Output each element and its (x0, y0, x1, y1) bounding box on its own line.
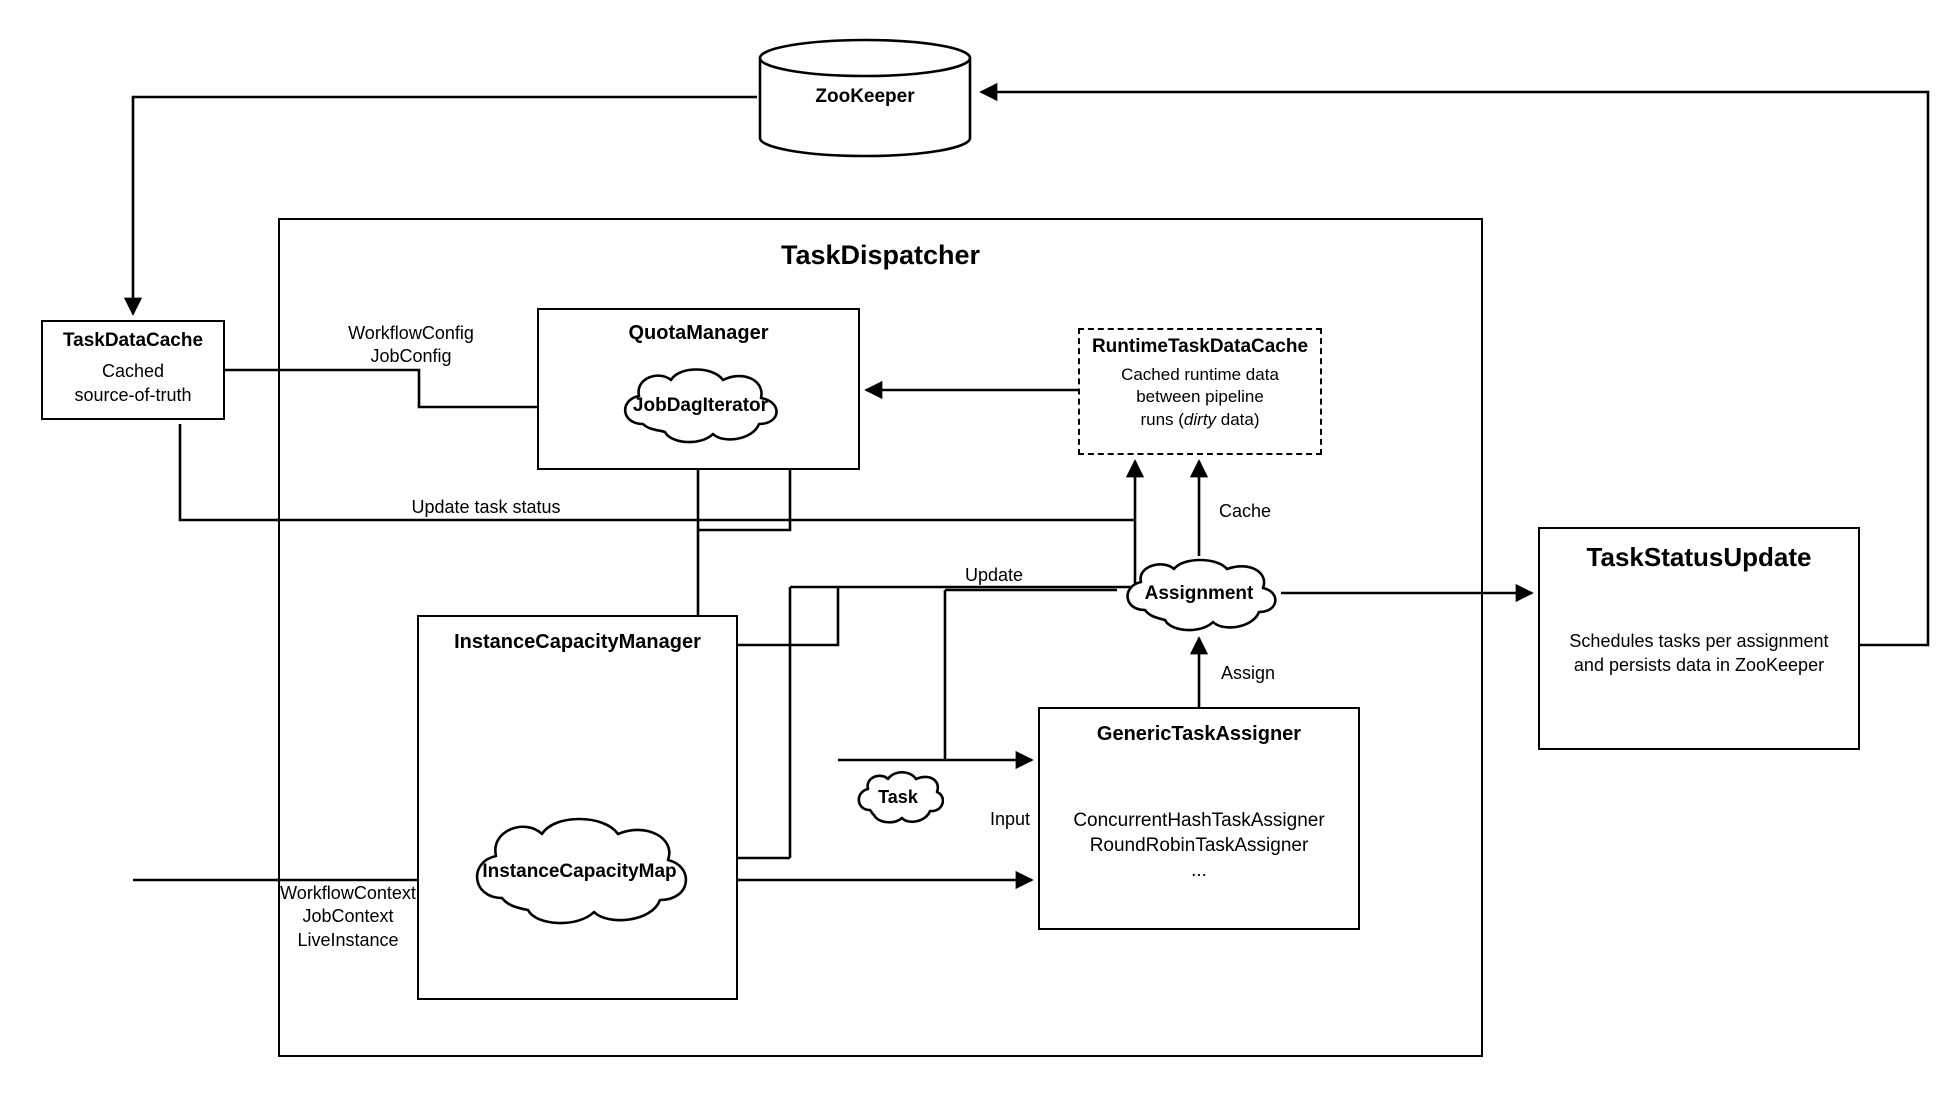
cloud-task-label: Task (878, 786, 918, 807)
runtime-cache-line3-post: data) (1216, 409, 1260, 429)
node-task-dispatcher[interactable]: TaskDispatcher (278, 218, 1483, 1057)
generic-task-assigner-subtitle: ConcurrentHashTaskAssigner RoundRobinTas… (1073, 810, 1325, 882)
edge-label-update-task-status: Update task status (411, 497, 561, 517)
node-task-data-cache[interactable]: TaskDataCache Cached source-of-truth (41, 320, 225, 420)
runtime-task-data-cache-title: RuntimeTaskDataCache (1091, 336, 1309, 357)
edge-label-workflow-context: WorkflowContext JobContext LiveInstance (280, 883, 416, 950)
runtime-cache-line2: between pipeline (1136, 387, 1264, 407)
task-dispatcher-title: TaskDispatcher (780, 240, 981, 270)
instance-capacity-manager-title: InstanceCapacityManager (454, 631, 701, 653)
node-zookeeper[interactable]: ZooKeeper (757, 38, 973, 158)
cloud-assignment[interactable]: Assignment (1117, 556, 1281, 632)
edge-label-input: Input (989, 809, 1031, 829)
quota-manager-title: QuotaManager (628, 322, 769, 344)
cloud-assignment-label: Assignment (1144, 583, 1254, 604)
edge-label-update: Update (964, 565, 1024, 585)
cloud-shape (475, 817, 688, 925)
runtime-cache-line3-pre: runs ( (1140, 409, 1184, 429)
node-generic-task-assigner[interactable]: GenericTaskAssigner ConcurrentHashTaskAs… (1038, 707, 1360, 930)
node-instance-capacity-manager[interactable]: InstanceCapacityManager (417, 615, 738, 1000)
edge-label-assign: Assign (1220, 663, 1276, 683)
runtime-task-data-cache-subtitle: Cached runtime data between pipeline run… (1080, 358, 1320, 431)
node-runtime-task-data-cache[interactable]: RuntimeTaskDataCache Cached runtime data… (1078, 328, 1322, 455)
edge-label-workflow-job-config: WorkflowConfig JobConfig (348, 323, 474, 367)
cloud-instancecapacitymap-label: InstanceCapacityMap (482, 861, 677, 882)
task-data-cache-title: TaskDataCache (62, 330, 204, 351)
cloud-jobdagiterator[interactable]: JobDagIterator (613, 364, 788, 448)
generic-task-assigner-title: GenericTaskAssigner (1096, 723, 1302, 745)
task-status-update-subtitle: Schedules tasks per assignment and persi… (1569, 630, 1829, 675)
cylinder-shape (758, 38, 972, 158)
cloud-task[interactable]: Task (852, 768, 944, 826)
runtime-cache-line1: Cached runtime data (1121, 364, 1279, 384)
task-status-update-title: TaskStatusUpdate (1586, 542, 1812, 572)
cloud-jobdagiterator-label: JobDagIterator (632, 395, 769, 416)
runtime-cache-line3-emphasis: dirty (1183, 409, 1217, 429)
edge-label-cache: Cache (1218, 501, 1272, 521)
cloud-shape (857, 770, 944, 824)
node-task-status-update[interactable]: TaskStatusUpdate Schedules tasks per ass… (1538, 527, 1860, 750)
cloud-instancecapacitymap[interactable]: InstanceCapacityMap (462, 812, 697, 932)
task-data-cache-subtitle: Cached source-of-truth (74, 360, 192, 405)
zookeeper-label: ZooKeeper (815, 86, 915, 107)
